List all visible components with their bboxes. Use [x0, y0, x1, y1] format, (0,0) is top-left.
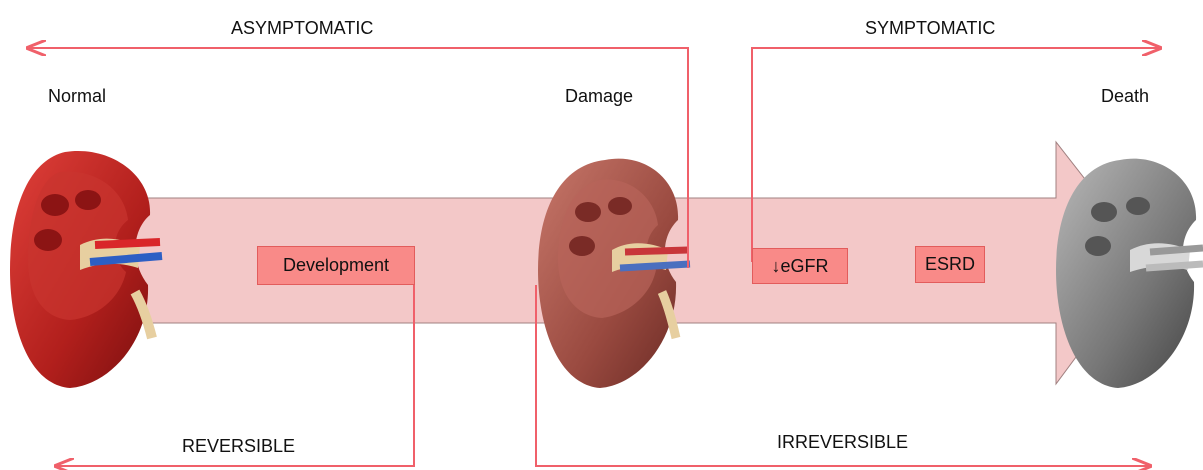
irreversible-label: IRREVERSIBLE	[777, 432, 908, 453]
stage-normal-label: Normal	[48, 86, 106, 107]
stage-death-label: Death	[1101, 86, 1149, 107]
dead-kidney-image	[1056, 159, 1203, 388]
reversible-label: REVERSIBLE	[182, 436, 295, 457]
asymptomatic-label: ASYMPTOMATIC	[231, 18, 373, 39]
symptomatic-label: SYMPTOMATIC	[865, 18, 995, 39]
damaged-kidney-image	[538, 159, 690, 388]
egfr-box: ↓eGFR	[752, 248, 848, 284]
development-box: Development	[257, 246, 415, 285]
normal-kidney-image	[10, 151, 162, 388]
esrd-box: ESRD	[915, 246, 985, 283]
stage-damage-label: Damage	[565, 86, 633, 107]
